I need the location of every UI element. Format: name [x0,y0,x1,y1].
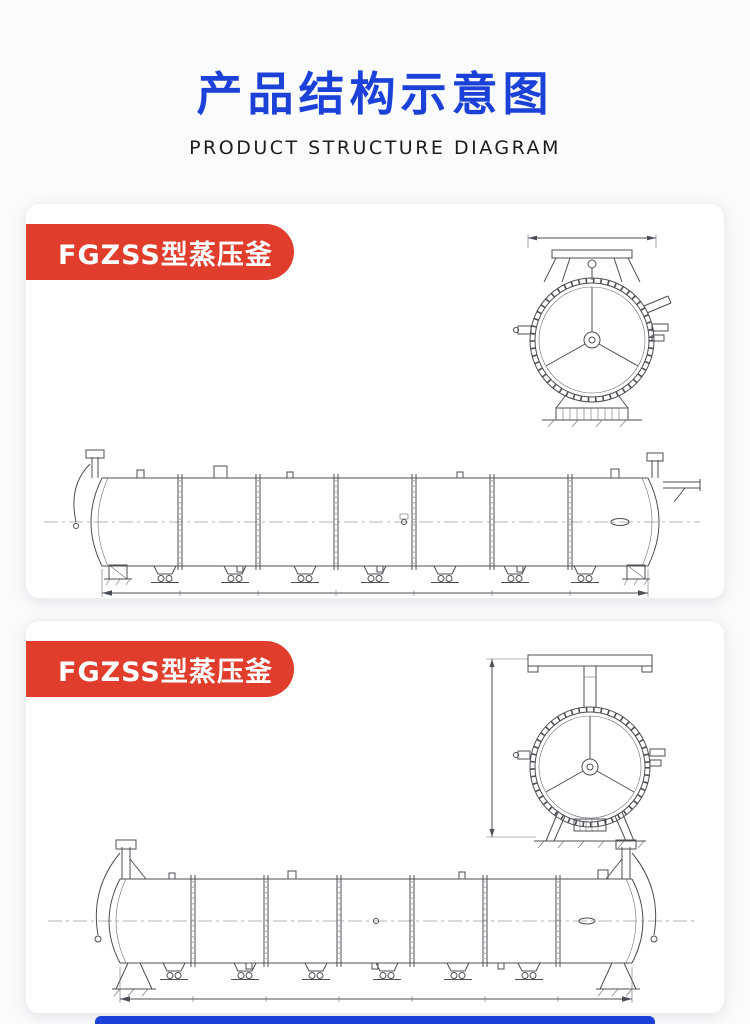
saddle-supports [151,565,599,583]
end-door-rig-right [605,839,658,943]
card-1-label: FGZSS型蒸压釜 [58,239,273,271]
page-subtitle: PRODUCT STRUCTURE DIAGRAM [189,137,561,159]
support-legs [534,811,646,849]
dimension-line [119,967,633,1003]
dimension-line [101,569,649,597]
door-spokes [545,287,639,367]
end-supports [112,962,640,997]
dimension-lines [486,658,536,838]
card-2-label: FGZSS型蒸压釜 [58,656,273,688]
diagram-card-1: FGZSS型蒸压釜 [25,203,725,599]
end-door-rig-right [646,452,701,503]
top-nozzles [136,465,620,573]
ring-seams [177,474,573,570]
end-door-rig-left [94,839,147,943]
lifting-frame [543,249,641,283]
card-1-side-view-drawing [44,449,701,597]
page-header: 产品结构示意图 PRODUCT STRUCTURE DIAGRAM [0,58,750,159]
top-nozzles [168,869,609,970]
saddle-supports [160,962,543,980]
side-brackets [513,295,672,342]
end-door-rig-left [73,449,105,529]
ring-seams [190,875,561,967]
next-section-top-edge [95,1016,655,1024]
card-2-side-view-drawing [48,839,696,1003]
page-title: 产品结构示意图 [196,67,554,121]
door-spokes [545,716,635,793]
card-2-end-view-drawing [486,654,666,849]
support-pedestal [542,394,642,428]
side-brackets [513,748,666,767]
card-1-end-view-drawing [513,234,672,428]
lifting-beam [527,654,653,707]
dimension-lines [527,234,657,248]
diagram-card-2: FGZSS型蒸压釜 [25,620,725,1014]
card-1-label-ribbon: FGZSS型蒸压釜 [26,224,294,280]
end-supports [104,564,650,586]
card-2-label-ribbon: FGZSS型蒸压釜 [26,641,294,697]
